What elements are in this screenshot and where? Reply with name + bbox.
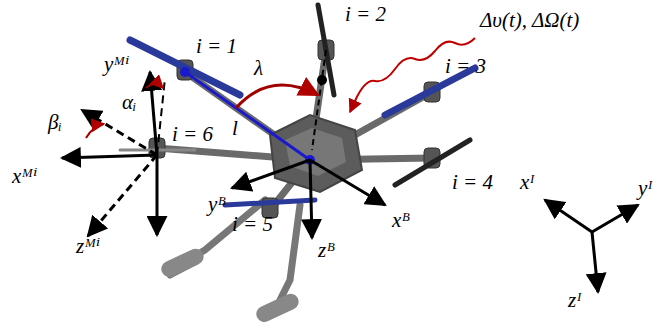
propellers [120,5,475,205]
motor-frame [62,72,165,236]
body-frame [232,160,385,238]
axis-label: xᴮ [392,210,410,231]
index-label: i = 1 [196,36,237,57]
angle-arc [236,85,318,108]
angle-label: αᵢ [122,92,136,113]
axis-label: xᴹⁱ [12,166,37,187]
length-label: l [232,118,238,139]
body [270,115,362,192]
skids [159,246,302,325]
index-label: i = 3 [445,56,486,77]
angle-label: λ [254,58,263,79]
axis-label: yᴵ [638,178,653,199]
index-label: i = 2 [345,4,386,25]
axis-label: zᴮ [318,240,335,261]
axis-label: zᴵ [568,290,582,311]
index-label: i = 4 [452,172,493,193]
axis-label: zᴹⁱ [76,236,100,257]
index-label: i = 6 [172,124,213,145]
axis-label: xᴵ [520,172,535,193]
axis-label: yᴮ [208,194,226,215]
inertial-frame [545,200,638,292]
axis-label: yᴹⁱ [104,54,129,75]
angle-label: βᵢ [48,112,62,133]
disturbance-label: Δυ(t), ΔΩ(t) [480,10,579,31]
index-label: i = 5 [232,214,273,235]
